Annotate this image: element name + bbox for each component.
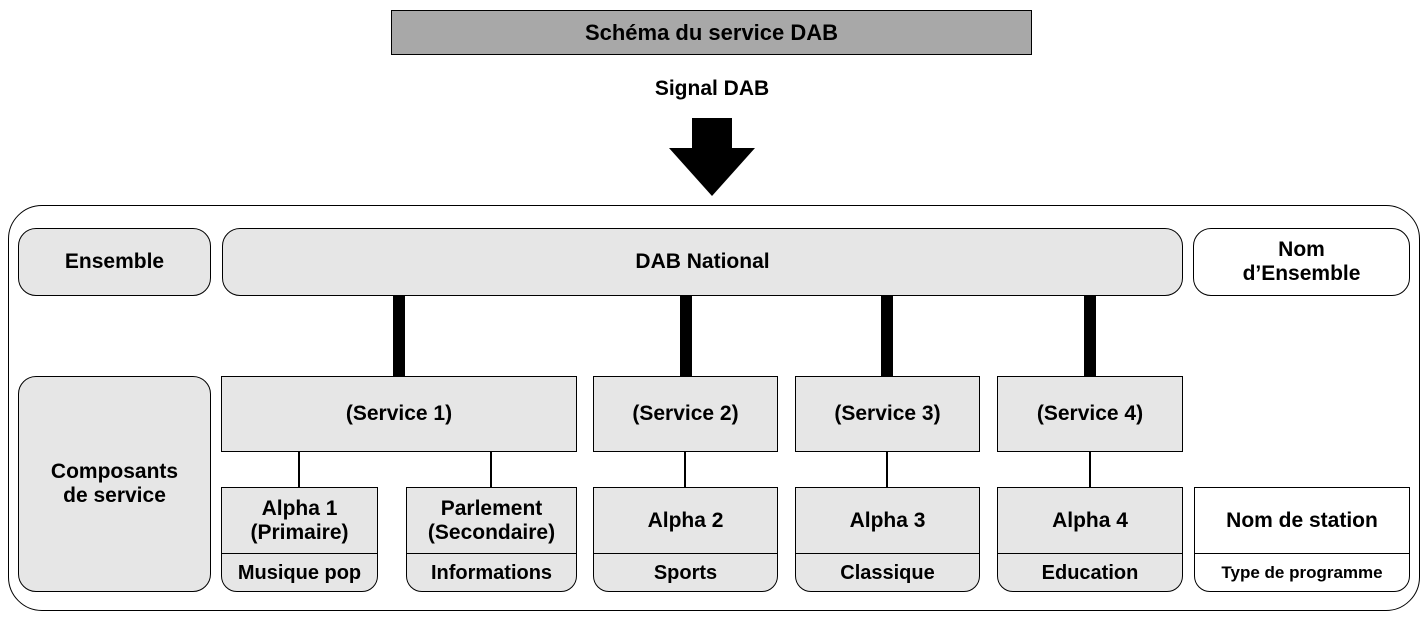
component-parlement: Parlement (Secondaire) Informations	[406, 487, 577, 592]
component-alpha-3: Alpha 3 Classique	[795, 487, 980, 592]
ensemble-name-box: DAB National	[222, 228, 1183, 296]
composants-label: Composants de service	[18, 376, 211, 592]
ensemble-name-label: Nom d’Ensemble	[1193, 228, 1410, 296]
component-name: Alpha 4	[998, 488, 1182, 554]
connector-service-2	[680, 296, 692, 376]
station-name-label: Nom de station	[1195, 488, 1409, 554]
connector-component-4	[886, 452, 888, 487]
programme-type: Education	[1041, 561, 1139, 584]
station-legend: Nom de station Type de programme	[1194, 487, 1410, 592]
connector-component-2	[490, 452, 492, 487]
service-1-box: (Service 1)	[221, 376, 577, 452]
service-4-box: (Service 4)	[997, 376, 1183, 452]
ensemble-label: Ensemble	[18, 228, 211, 296]
component-name: Alpha 3	[796, 488, 979, 554]
service-3-box: (Service 3)	[795, 376, 980, 452]
component-name: Alpha 2	[594, 488, 777, 554]
component-name: Alpha 1 (Primaire)	[222, 488, 377, 554]
programme-type: Classique	[840, 561, 935, 584]
connector-service-3	[881, 296, 893, 376]
connector-service-4	[1084, 296, 1096, 376]
down-arrow-icon	[669, 118, 755, 196]
component-alpha-1: Alpha 1 (Primaire) Musique pop	[221, 487, 378, 592]
programme-type: Informations	[430, 561, 553, 584]
connector-component-1	[298, 452, 300, 487]
component-alpha-2: Alpha 2 Sports	[593, 487, 778, 592]
diagram-title: Schéma du service DAB	[391, 10, 1032, 55]
service-2-box: (Service 2)	[593, 376, 778, 452]
component-name: Parlement (Secondaire)	[407, 488, 576, 554]
programme-type: Musique pop	[237, 561, 362, 584]
connector-component-5	[1089, 452, 1091, 487]
signal-label: Signal DAB	[654, 77, 770, 100]
programme-type: Sports	[653, 561, 718, 584]
component-alpha-4: Alpha 4 Education	[997, 487, 1183, 592]
programme-type-label: Type de programme	[1221, 563, 1383, 582]
connector-service-1	[393, 296, 405, 376]
connector-component-3	[684, 452, 686, 487]
